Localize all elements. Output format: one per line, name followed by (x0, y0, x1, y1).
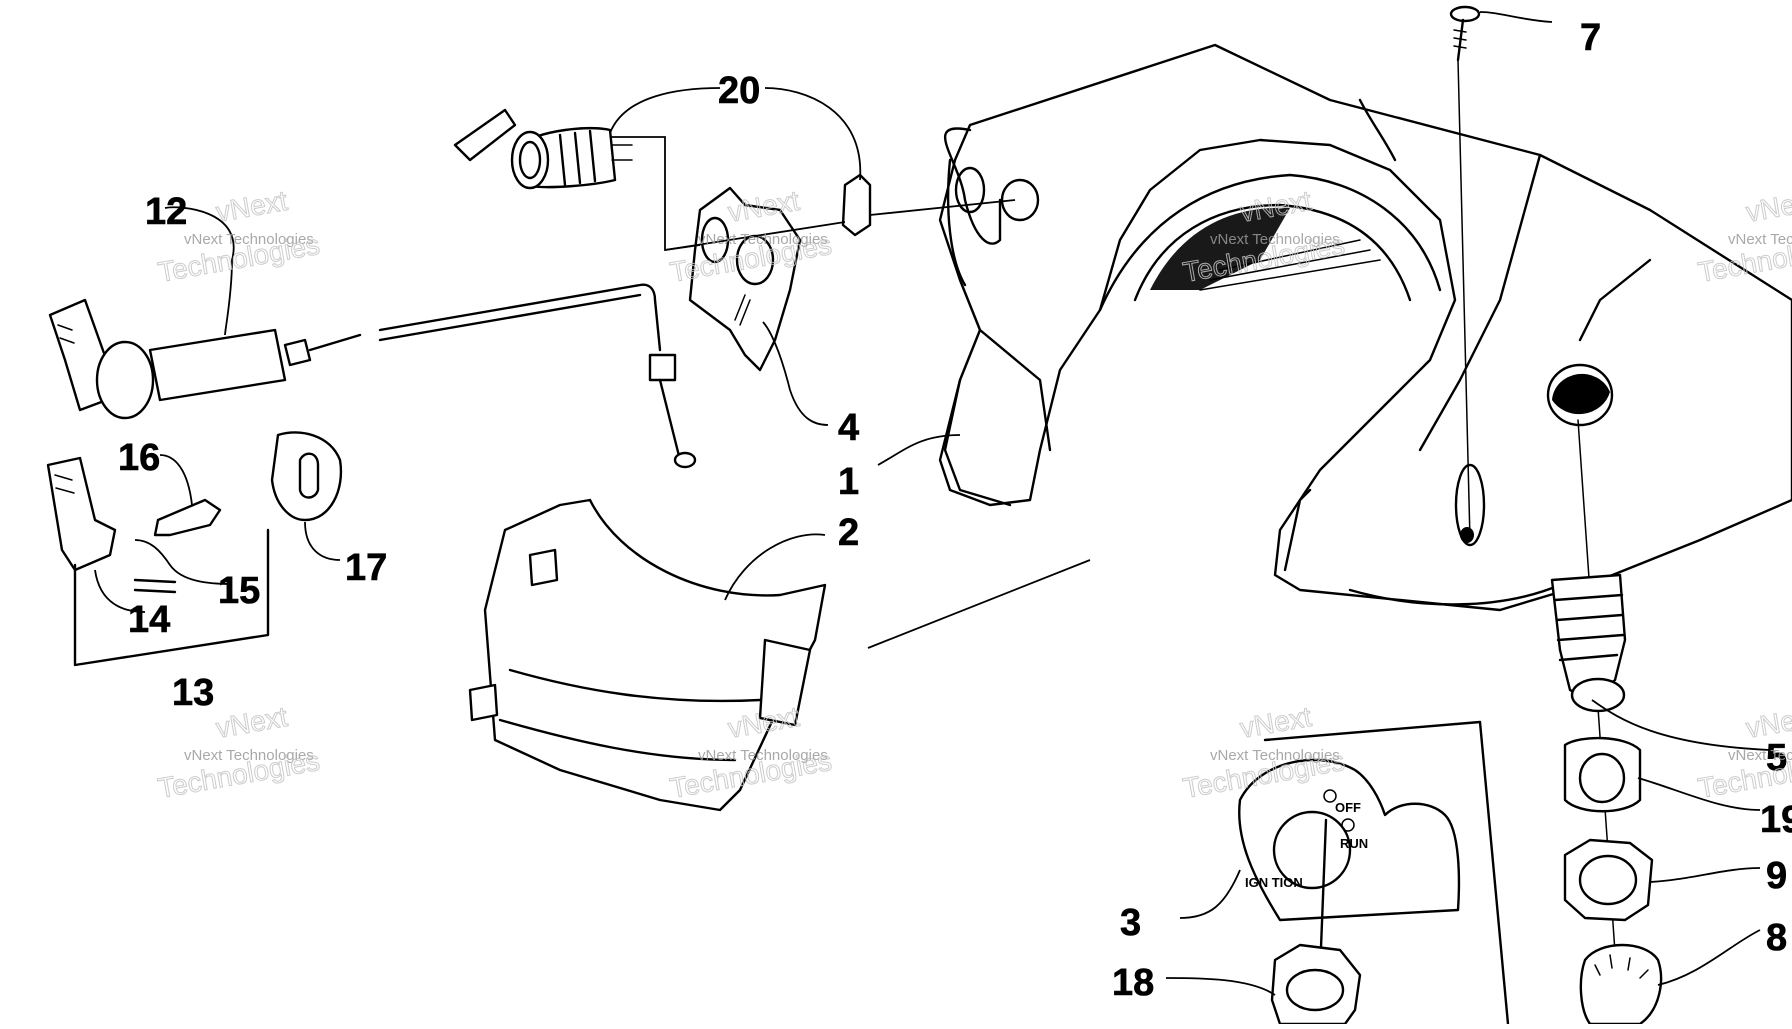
callouts: 1 2 3 4 5 7 8 9 12 13 14 15 16 17 18 19 … (118, 17, 1792, 1005)
svg-text:vNext Technologies: vNext Technologies (1728, 231, 1792, 248)
console-housing (938, 43, 1792, 612)
callout-15: 15 (218, 570, 260, 612)
callout-9: 9 (1766, 855, 1787, 897)
callout-12: 12 (145, 191, 187, 233)
watermark-4: vNext vNext Technologies Technologies (1695, 184, 1792, 288)
callout-1: 1 (838, 461, 859, 503)
callout-18: 18 (1112, 962, 1154, 1004)
callout-14: 14 (128, 599, 170, 641)
leader-lines (94, 11, 1771, 996)
plate-ignition-label: IGN TION (1245, 875, 1303, 890)
ignition-decal: OFF RUN IGN TION (1238, 720, 1510, 1026)
ignition-nut (1270, 943, 1362, 1026)
svg-text:vNext: vNext (1744, 701, 1792, 744)
callout-8: 8 (1766, 917, 1787, 959)
callout-2: 2 (838, 512, 859, 554)
callout-19: 19 (1760, 799, 1792, 841)
switch-stack (1550, 419, 1663, 1026)
svg-text:vNext Technologies: vNext Technologies (1210, 747, 1340, 764)
callout-4: 4 (838, 407, 859, 449)
plate-off-label: OFF (1335, 800, 1361, 815)
svg-text:vNext: vNext (1238, 185, 1314, 228)
plate-run-label: RUN (1340, 836, 1368, 851)
watermark-8: vNext vNext Technologies Technologies (1695, 700, 1792, 804)
lower-cover (468, 498, 827, 812)
callout-3: 3 (1120, 902, 1141, 944)
lever-kit (46, 431, 343, 667)
svg-text:vNext Technologies: vNext Technologies (698, 747, 828, 764)
power-outlet (453, 108, 872, 237)
svg-text:vNext Technologies: vNext Technologies (184, 231, 314, 248)
callout-5: 5 (1766, 737, 1787, 779)
svg-text:vNext: vNext (214, 185, 290, 228)
choke-cable (48, 283, 697, 469)
svg-text:vNext Technologies: vNext Technologies (184, 747, 314, 764)
svg-text:vNext: vNext (726, 185, 802, 228)
callout-7: 7 (1580, 17, 1601, 59)
callout-13: 13 (172, 672, 214, 714)
long-screw (1449, 5, 1481, 541)
svg-text:vNext Technologies: vNext Technologies (698, 231, 828, 248)
svg-text:vNext Technologies: vNext Technologies (1728, 747, 1792, 764)
svg-text:vNext: vNext (1744, 185, 1792, 228)
svg-text:vNext: vNext (214, 701, 290, 744)
callout-20: 20 (718, 70, 760, 112)
svg-text:vNext Technologies: vNext Technologies (1210, 231, 1340, 248)
callout-16: 16 (118, 437, 160, 479)
watermark-2: vNext vNext Technologies Technologies (667, 184, 834, 288)
watermark-5: vNext vNext Technologies Technologies (155, 700, 322, 804)
callout-17: 17 (345, 547, 387, 589)
